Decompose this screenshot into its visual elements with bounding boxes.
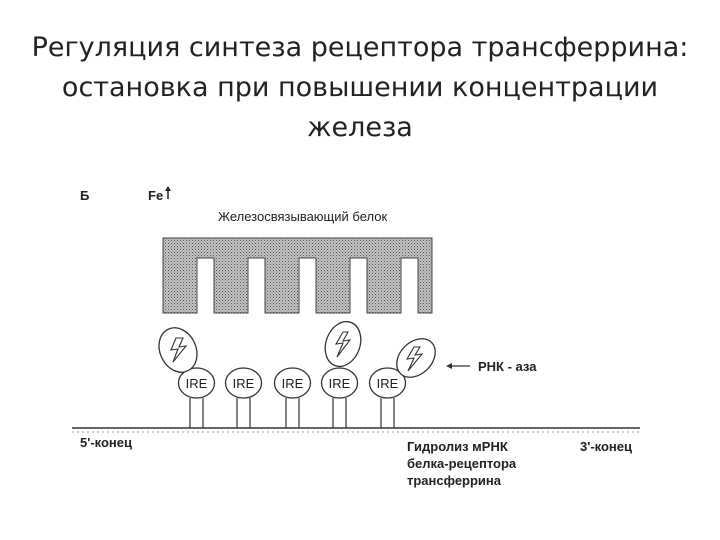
title-line-2: остановка при повышении концентрации bbox=[61, 72, 659, 103]
lightning-icon bbox=[170, 337, 188, 363]
three-prime-end-label: 3'-конец bbox=[580, 439, 632, 454]
ire-stem-loop bbox=[177, 367, 216, 428]
ire-label: IRE bbox=[233, 376, 255, 391]
protein-label: Железосвязывающий белок bbox=[218, 209, 387, 224]
ire-stem-loop bbox=[320, 367, 359, 428]
title-line-3: железа bbox=[307, 112, 413, 143]
ire-label: IRE bbox=[186, 376, 208, 391]
ire-label: IRE bbox=[282, 376, 304, 391]
rnase-enzyme bbox=[396, 338, 436, 378]
ire-label: IRE bbox=[329, 376, 351, 391]
left-arrow-icon bbox=[446, 363, 470, 369]
slide-title: Регуляция синтеза рецептора трансферрина… bbox=[0, 28, 720, 148]
panel-label: Б bbox=[80, 188, 89, 203]
hydrolysis-line-2: белка-рецептора bbox=[407, 456, 517, 471]
five-prime-end-label: 5'-конец bbox=[80, 435, 132, 450]
ire-stem-loop bbox=[273, 367, 312, 428]
hydrolysis-line-1: Гидролиз мРНК bbox=[407, 439, 508, 454]
lightning-icon bbox=[334, 331, 352, 358]
ire-stem-loop bbox=[224, 367, 263, 428]
title-line-1: Регуляция синтеза рецептора трансферрина… bbox=[31, 32, 689, 63]
rnase-label: РНК - аза bbox=[478, 359, 537, 374]
rnase-enzyme bbox=[158, 327, 198, 373]
lightning-icon bbox=[405, 346, 424, 372]
fe-up-arrow-icon bbox=[165, 186, 171, 199]
fe-label: Fe bbox=[148, 188, 163, 203]
hydrolysis-line-3: трансферрина bbox=[407, 473, 502, 488]
iron-binding-protein bbox=[162, 237, 433, 314]
rnase-enzyme bbox=[324, 320, 362, 368]
ire-stem-loop bbox=[368, 367, 407, 428]
ire-label: IRE bbox=[377, 376, 399, 391]
